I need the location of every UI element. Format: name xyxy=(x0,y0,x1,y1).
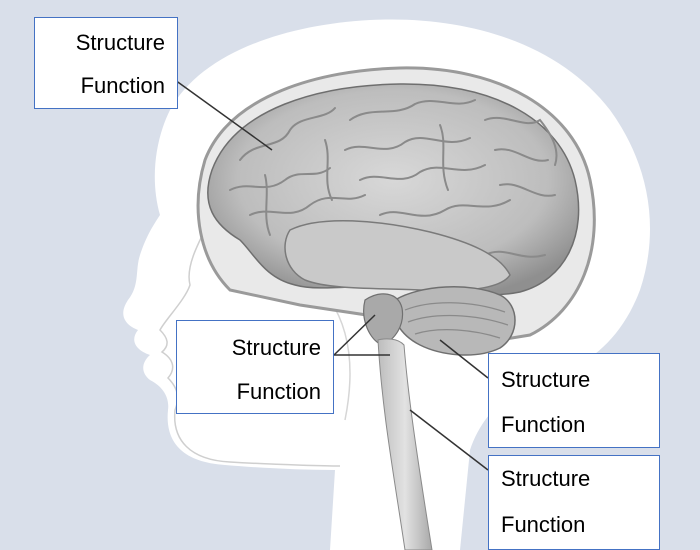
leader-line-brainstem-upper xyxy=(333,314,376,356)
structure-label: Structure xyxy=(231,335,321,360)
function-label: Function xyxy=(80,73,165,98)
leader-line-cerebrum xyxy=(174,79,273,151)
face-outline xyxy=(159,209,341,467)
leader-lines xyxy=(174,79,489,471)
cerebellum xyxy=(392,286,516,356)
function-label: Function xyxy=(501,512,586,537)
structure-label: Structure xyxy=(501,466,591,491)
cerebellum-folia xyxy=(404,302,509,339)
spinal-cord xyxy=(377,338,433,550)
pons xyxy=(363,293,404,346)
label-box-cerebrum: Structure Function xyxy=(34,17,178,109)
structure-label: Structure xyxy=(75,30,165,55)
leader-line-spinal-cord xyxy=(409,409,489,471)
structure-label: Structure xyxy=(501,367,591,392)
label-box-spinal-cord: Structure Function xyxy=(488,455,660,550)
label-box-brainstem: Structure Function xyxy=(176,320,334,414)
label-box-cerebellum: Structure Function xyxy=(488,353,660,448)
function-label: Function xyxy=(501,412,586,437)
leader-line-cerebellum xyxy=(439,339,489,379)
temporal-lobe xyxy=(284,219,511,292)
function-label: Function xyxy=(236,379,321,404)
